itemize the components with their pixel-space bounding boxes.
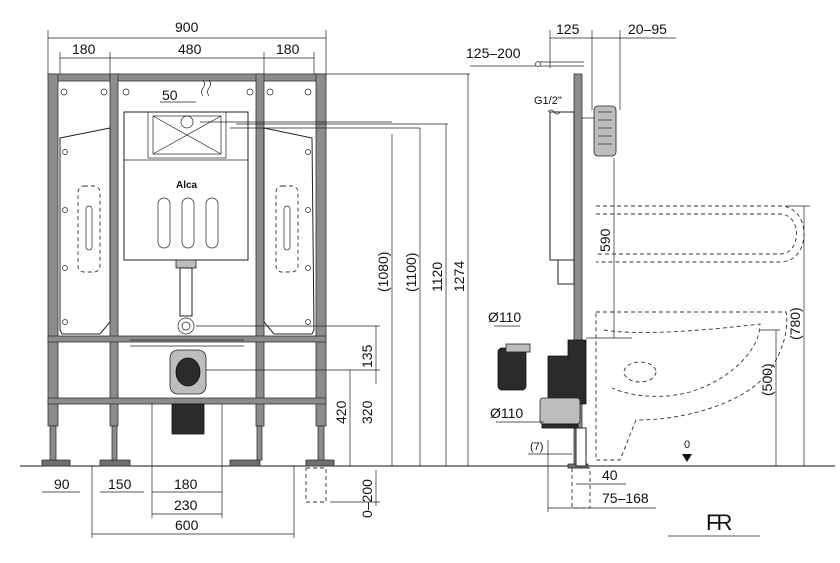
side-drain-elbow <box>547 339 587 405</box>
dia-110-top: Ø110 <box>488 309 521 325</box>
dim-125: 125 <box>556 21 580 37</box>
dim-150: 150 <box>108 476 132 492</box>
thread-label: G1/2" <box>534 95 562 107</box>
drain-pipe <box>171 403 205 435</box>
dim-480: 480 <box>178 41 202 57</box>
frame-top-rail <box>47 73 327 82</box>
frame-post-2 <box>255 73 265 427</box>
dim-600: 600 <box>175 517 199 533</box>
dim-40: 40 <box>602 467 618 483</box>
dim-0-200: 0–200 <box>359 479 375 518</box>
dim-125-200: 125–200 <box>466 45 521 61</box>
dia-110-bottom: Ø110 <box>490 405 523 421</box>
side-cistern <box>549 111 575 261</box>
logo-mark: FR <box>706 510 731 535</box>
toilet-bowl-outline <box>595 311 788 461</box>
dim-780: (780) <box>787 307 803 340</box>
dim-zero: 0 <box>684 439 690 451</box>
foot-mid-left <box>99 459 131 467</box>
dim-90: 90 <box>54 476 70 492</box>
side-drain-cap <box>497 347 527 391</box>
dim-1274: 1274 <box>451 261 467 292</box>
front-dimensions: 900 180 480 180 50 (1080) (1100) 1120 12… <box>42 19 470 538</box>
side-flush-button <box>593 105 617 157</box>
dim-1100: (1100) <box>403 253 419 292</box>
dim-180-right: 180 <box>276 41 300 57</box>
right-side-panel <box>263 127 315 335</box>
dim-900: 900 <box>175 19 199 35</box>
dim-50: 50 <box>162 87 178 103</box>
grab-rail-outline <box>596 205 805 263</box>
dim-320: 320 <box>359 400 375 424</box>
dim-75-168: 75–168 <box>602 490 649 506</box>
dim-20-95: 20–95 <box>628 21 667 37</box>
foot-left <box>41 459 71 467</box>
dim-420: 420 <box>333 400 349 424</box>
side-view: G1/2" <box>497 61 805 509</box>
dim-180-bottom: 180 <box>174 476 198 492</box>
brand-label: Alca <box>176 180 198 191</box>
dim-180-left: 180 <box>72 41 96 57</box>
frame-post-1 <box>109 73 119 427</box>
frame-right-leg <box>315 73 327 427</box>
left-side-panel <box>59 127 111 335</box>
frame-bottom-rail <box>47 397 327 405</box>
frame-left-leg <box>47 73 59 427</box>
front-view: Alca <box>20 73 835 503</box>
water-inlet-symbol <box>201 79 211 97</box>
dim-590: 590 <box>597 228 613 252</box>
frame-lower-rail <box>47 335 327 343</box>
zero-marker <box>682 454 692 462</box>
dim-500: (500) <box>759 363 775 396</box>
foot-right <box>305 459 335 467</box>
dim-7: (7) <box>530 441 543 453</box>
dim-1080: (1080) <box>375 252 391 292</box>
flush-plate-opening <box>147 111 227 159</box>
foot-mid-right <box>229 459 261 467</box>
dim-230: 230 <box>174 497 198 513</box>
dim-135: 135 <box>359 344 375 368</box>
fr-logo: FR <box>668 510 760 537</box>
dim-1120: 1120 <box>429 262 445 292</box>
flush-pipe <box>175 259 197 269</box>
side-dimensions: 125 20–95 125–200 590 (780) (500) Ø110 Ø… <box>466 21 810 512</box>
